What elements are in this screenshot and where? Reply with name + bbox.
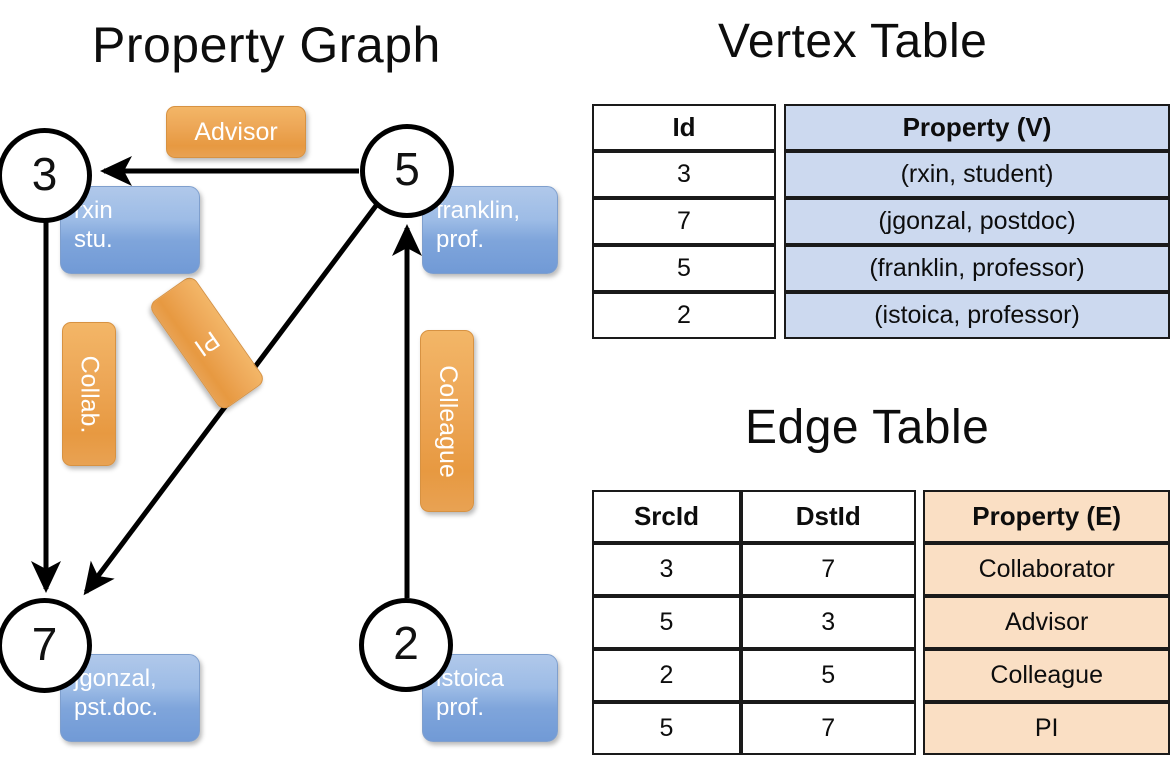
column-gap: [776, 198, 784, 245]
edge-table: SrcId DstId Property (E) 3 7 Collaborato…: [592, 490, 1170, 755]
edge-srcid-cell: 2: [592, 649, 741, 702]
table-header-row: SrcId DstId Property (E): [592, 490, 1170, 543]
edge-property-cell: PI: [923, 702, 1170, 755]
graph-node-2: 2: [359, 598, 453, 692]
table-row: 5 (franklin, professor): [592, 245, 1170, 292]
vertex-property-cell: (rxin, student): [784, 151, 1170, 198]
node-property-line: prof.: [436, 694, 485, 722]
vertex-table-header-property: Property (V): [784, 104, 1170, 151]
node-property-line: istoica: [436, 665, 505, 692]
column-gap: [776, 292, 784, 339]
node-property-line: jgonzal,: [74, 665, 157, 692]
edge-dstid-cell: 7: [740, 702, 916, 755]
edge-table-header-dstid: DstId: [740, 490, 916, 543]
node-property-line: pst.doc.: [74, 694, 159, 722]
column-gap: [916, 490, 924, 543]
graph-node-label: 7: [31, 617, 58, 670]
table-row: 7 (jgonzal, postdoc): [592, 198, 1170, 245]
edge-label-colleague: Colleague: [420, 330, 474, 512]
edge-table-header-property: Property (E): [923, 490, 1170, 543]
column-gap: [916, 543, 924, 596]
graph-node-label: 3: [31, 147, 58, 200]
vertex-property-cell: (istoica, professor): [784, 292, 1170, 339]
node-property-line: franklin,: [436, 197, 521, 224]
node-property-box-3: rxin stu.: [60, 186, 200, 274]
edge-label-collab-text: Collab.: [75, 355, 104, 433]
edge-label-colleague-text: Colleague: [433, 364, 462, 478]
graph-node-7: 7: [0, 598, 92, 693]
graph-node-label: 2: [393, 617, 419, 669]
table-row: 5 3 Advisor: [592, 596, 1170, 649]
edge-label-pi-text: PI: [189, 325, 225, 362]
edge-label-advisor-text: Advisor: [194, 117, 278, 146]
edge-label-advisor: Advisor: [166, 106, 306, 158]
edge-property-cell: Advisor: [923, 596, 1170, 649]
vertex-id-cell: 5: [592, 245, 776, 292]
edge-dstid-cell: 3: [740, 596, 916, 649]
column-gap: [916, 596, 924, 649]
column-gap: [776, 245, 784, 292]
graph-node-3: 3: [0, 128, 92, 223]
edge-srcid-cell: 5: [592, 702, 741, 755]
column-gap: [776, 151, 784, 198]
column-gap: [916, 702, 924, 755]
vertex-id-cell: 3: [592, 151, 776, 198]
table-header-row: Id Property (V): [592, 104, 1170, 151]
edge-dstid-cell: 7: [740, 543, 916, 596]
graph-node-label: 5: [394, 143, 420, 195]
column-gap: [916, 649, 924, 702]
edge-table-header-srcid: SrcId: [592, 490, 741, 543]
vertex-table-header-id: Id: [592, 104, 776, 151]
edge-property-cell: Colleague: [923, 649, 1170, 702]
graph-node-5: 5: [360, 124, 454, 218]
table-row: 3 (rxin, student): [592, 151, 1170, 198]
vertex-property-cell: (jgonzal, postdoc): [784, 198, 1170, 245]
page-title-edge-table: Edge Table: [745, 401, 990, 454]
table-row: 5 7 PI: [592, 702, 1170, 755]
vertex-property-cell: (franklin, professor): [784, 245, 1170, 292]
column-gap: [776, 104, 784, 151]
page-title-property-graph: Property Graph: [92, 17, 441, 73]
edge-dstid-cell: 5: [740, 649, 916, 702]
table-row: 3 7 Collaborator: [592, 543, 1170, 596]
edge-srcid-cell: 3: [592, 543, 741, 596]
table-row: 2 5 Colleague: [592, 649, 1170, 702]
node-property-box-7: jgonzal, pst.doc.: [60, 654, 200, 742]
node-property-line: rxin: [74, 197, 113, 224]
node-property-box-5: franklin, prof.: [422, 186, 558, 274]
edge-property-cell: Collaborator: [923, 543, 1170, 596]
node-property-line: prof.: [436, 226, 485, 254]
edge-srcid-cell: 5: [592, 596, 741, 649]
vertex-id-cell: 7: [592, 198, 776, 245]
table-row: 2 (istoica, professor): [592, 292, 1170, 339]
vertex-id-cell: 2: [592, 292, 776, 339]
edge-label-collab: Collab.: [62, 322, 116, 466]
node-property-line: stu.: [74, 226, 113, 254]
vertex-table: Id Property (V) 3 (rxin, student) 7 (jgo…: [592, 104, 1170, 339]
page-title-vertex-table: Vertex Table: [718, 15, 988, 68]
